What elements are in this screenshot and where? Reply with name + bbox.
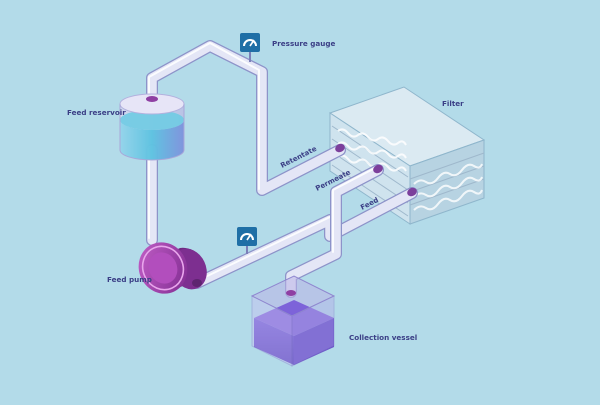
collection-vessel <box>250 275 336 367</box>
label-feed-reservoir: Feed reservoir <box>67 108 126 117</box>
pressure-gauge-icon <box>240 233 254 241</box>
label-feed-pump: Feed pump <box>107 275 152 284</box>
filter-module <box>328 86 486 225</box>
pressure-gauge-bottom <box>237 227 257 254</box>
filter-ports <box>335 143 417 197</box>
label-pressure-gauge: Pressure gauge <box>272 39 336 48</box>
pressure-gauge-top <box>240 33 260 62</box>
pressure-gauge-icon <box>243 39 257 47</box>
feed-pump <box>138 242 207 294</box>
feed-reservoir <box>119 93 185 161</box>
label-filter: Filter <box>442 99 464 108</box>
label-collection-vessel: Collection vessel <box>349 333 417 342</box>
